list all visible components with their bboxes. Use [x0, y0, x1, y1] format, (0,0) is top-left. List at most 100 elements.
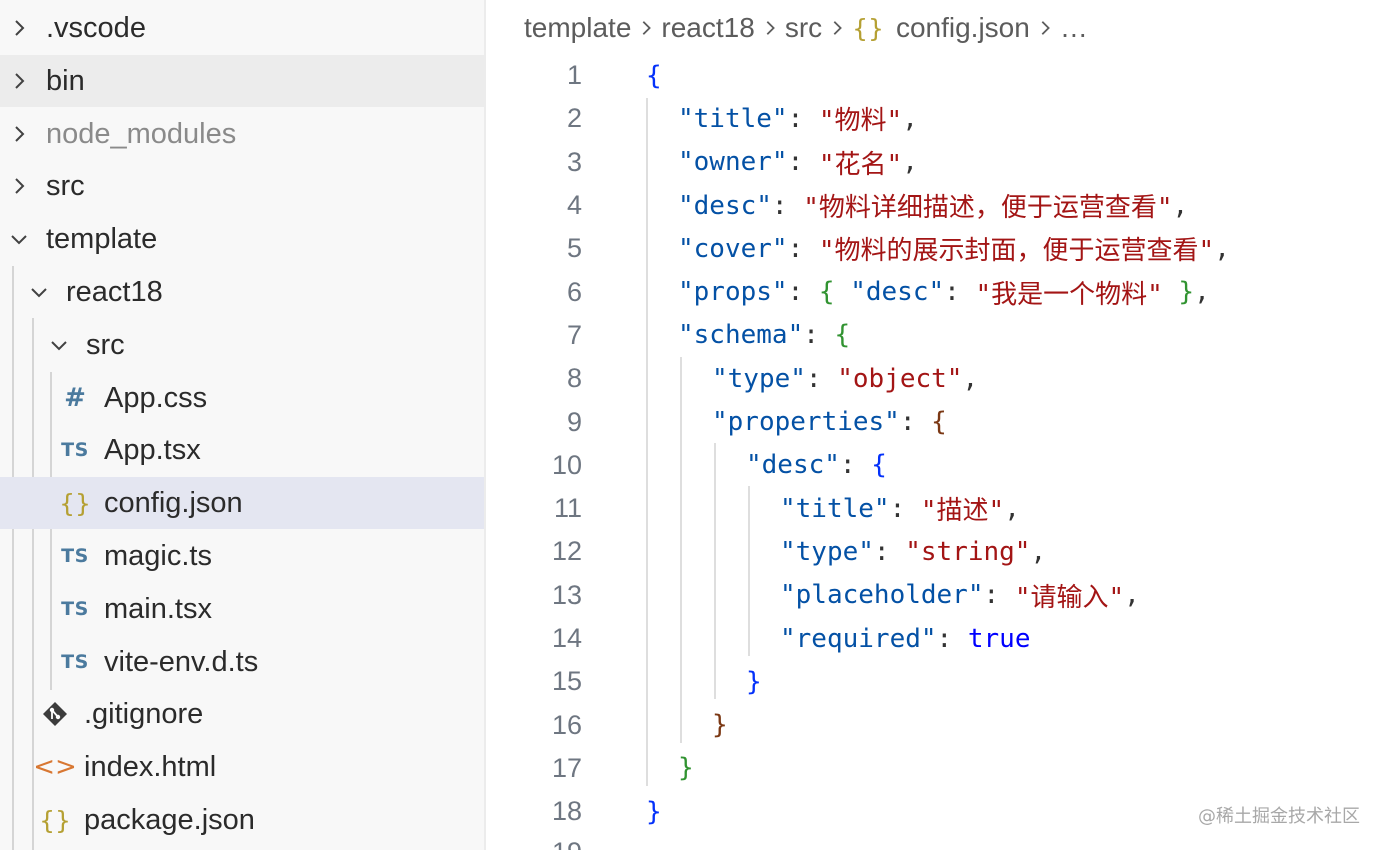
chevron-right-icon [1030, 6, 1060, 50]
explorer-item-label: template [46, 222, 158, 255]
punctuation: : [936, 623, 968, 654]
json-key: "type" [712, 363, 806, 394]
explorer-folder-react18[interactable]: react18 [0, 266, 484, 318]
explorer-file-package-json[interactable]: {} package.json [0, 794, 484, 846]
code-line: 18 } [486, 790, 1382, 833]
code-editor[interactable]: template react18 src {} config.json … 1 … [486, 0, 1382, 850]
breadcrumb-item[interactable]: src [784, 12, 823, 43]
chevron-right-icon [0, 55, 38, 107]
explorer-item-label: vite-env.d.ts [104, 645, 259, 678]
punctuation: : [787, 277, 819, 308]
explorer-folder-src[interactable]: src [0, 160, 484, 212]
explorer-folder-react18-src[interactable]: src [0, 319, 484, 371]
html-file-icon: <> [33, 752, 77, 782]
punctuation: , [1004, 493, 1020, 524]
explorer-folder-node-modules[interactable]: node_modules [0, 108, 484, 160]
punctuation: : [873, 536, 906, 567]
explorer-item-label: src [46, 169, 85, 202]
json-string: "物料的展示封面，便于运营查看" [818, 236, 1215, 267]
sidebar-divider[interactable] [484, 0, 486, 850]
explorer-file-app-tsx[interactable]: TS App.tsx [0, 424, 484, 476]
breadcrumb-item[interactable]: template [524, 12, 632, 43]
code-line: 2 "title": "物料", [486, 97, 1382, 140]
explorer-item-label: .gitignore [84, 697, 204, 730]
css-file-icon: # [64, 383, 86, 413]
indent-guide [680, 357, 682, 743]
explorer-item-label: src [86, 328, 125, 361]
line-number: 11 [553, 493, 582, 524]
punctuation: : [771, 190, 804, 221]
git-file-icon [34, 688, 76, 740]
json-key: "props" [678, 277, 788, 308]
line-number: 6 [566, 276, 582, 307]
explorer-item-label: App.css [104, 381, 208, 414]
bracket: } [746, 666, 762, 697]
breadcrumb-item[interactable]: config.json [895, 12, 1030, 43]
punctuation: , [1214, 233, 1230, 264]
indent-guide [748, 486, 750, 656]
typescript-file-icon: TS [61, 545, 89, 567]
line-number: 17 [551, 752, 582, 783]
breadcrumb-item[interactable]: react18 [661, 12, 755, 43]
punctuation: , [902, 103, 918, 134]
bracket: } [712, 710, 728, 741]
explorer-file-index-html[interactable]: <> index.html [0, 741, 484, 793]
punctuation: : [944, 277, 976, 308]
explorer-folder-template[interactable]: template [0, 213, 484, 265]
explorer-folder-bin[interactable]: bin [0, 55, 484, 107]
explorer-item-label: package.json [84, 803, 255, 836]
code-line: 16 } [486, 704, 1382, 747]
chevron-right-icon [0, 108, 38, 160]
code-line: 17 } [486, 747, 1382, 790]
code-line: 9 "properties": { [486, 400, 1382, 443]
bracket: { [871, 450, 887, 481]
line-number: 10 [551, 449, 582, 480]
indent-guide [646, 98, 648, 786]
bracket: { [834, 320, 851, 351]
line-number: 9 [566, 406, 582, 437]
explorer-item-label: main.tsx [104, 592, 212, 625]
json-key: "placeholder" [780, 580, 984, 611]
watermark: @稀土掘金技术社区 [1198, 806, 1360, 827]
json-string: "物料详细描述，便于运营查看" [803, 193, 1173, 224]
json-key: "desc" [746, 450, 840, 481]
breadcrumb-ellipsis[interactable]: … [1059, 12, 1088, 43]
explorer-file-app-css[interactable]: # App.css [0, 372, 484, 424]
explorer-file-vite-env[interactable]: TS vite-env.d.ts [0, 636, 484, 688]
explorer-item-label: magic.ts [104, 539, 212, 572]
explorer-file-config-json[interactable]: {} config.json [0, 477, 484, 529]
punctuation: , [1030, 536, 1047, 567]
line-number: 3 [566, 146, 582, 177]
line-number: 4 [566, 190, 582, 221]
explorer-folder-vscode[interactable]: .vscode [0, 2, 484, 54]
punctuation: , [1124, 580, 1140, 611]
indent-guide [714, 443, 716, 699]
punctuation: : [805, 363, 838, 394]
explorer-file-main-tsx[interactable]: TS main.tsx [0, 583, 484, 635]
code-line: 15 } [486, 660, 1382, 703]
json-file-icon: {} [59, 488, 91, 518]
chevron-right-icon [822, 6, 852, 50]
code-line: 3 "owner": "花名", [486, 141, 1382, 184]
code-line: 8 "type": "object", [486, 357, 1382, 400]
line-number: 16 [551, 709, 582, 740]
punctuation: : [899, 407, 932, 438]
json-string: "object" [837, 363, 963, 394]
code-line: 10 "desc": { [486, 444, 1382, 487]
bracket: { [646, 60, 662, 91]
bracket: { [931, 407, 947, 438]
line-number: 19 [486, 837, 582, 850]
typescript-file-icon: TS [61, 598, 89, 620]
typescript-file-icon: TS [61, 651, 89, 673]
line-number: 7 [566, 319, 582, 350]
explorer-file-magic-ts[interactable]: TS magic.ts [0, 530, 484, 582]
explorer-item-label: react18 [66, 275, 163, 308]
typescript-file-icon: TS [61, 439, 89, 461]
explorer-file-gitignore[interactable]: .gitignore [0, 688, 484, 740]
explorer-item-label: config.json [104, 486, 243, 519]
code-line: 6 "props": { "desc": "我是一个物料" }, [486, 271, 1382, 314]
line-number: 18 [551, 796, 582, 827]
chevron-right-icon [0, 160, 38, 212]
bracket: } [646, 796, 662, 827]
code-line: 7 "schema": { [486, 314, 1382, 357]
